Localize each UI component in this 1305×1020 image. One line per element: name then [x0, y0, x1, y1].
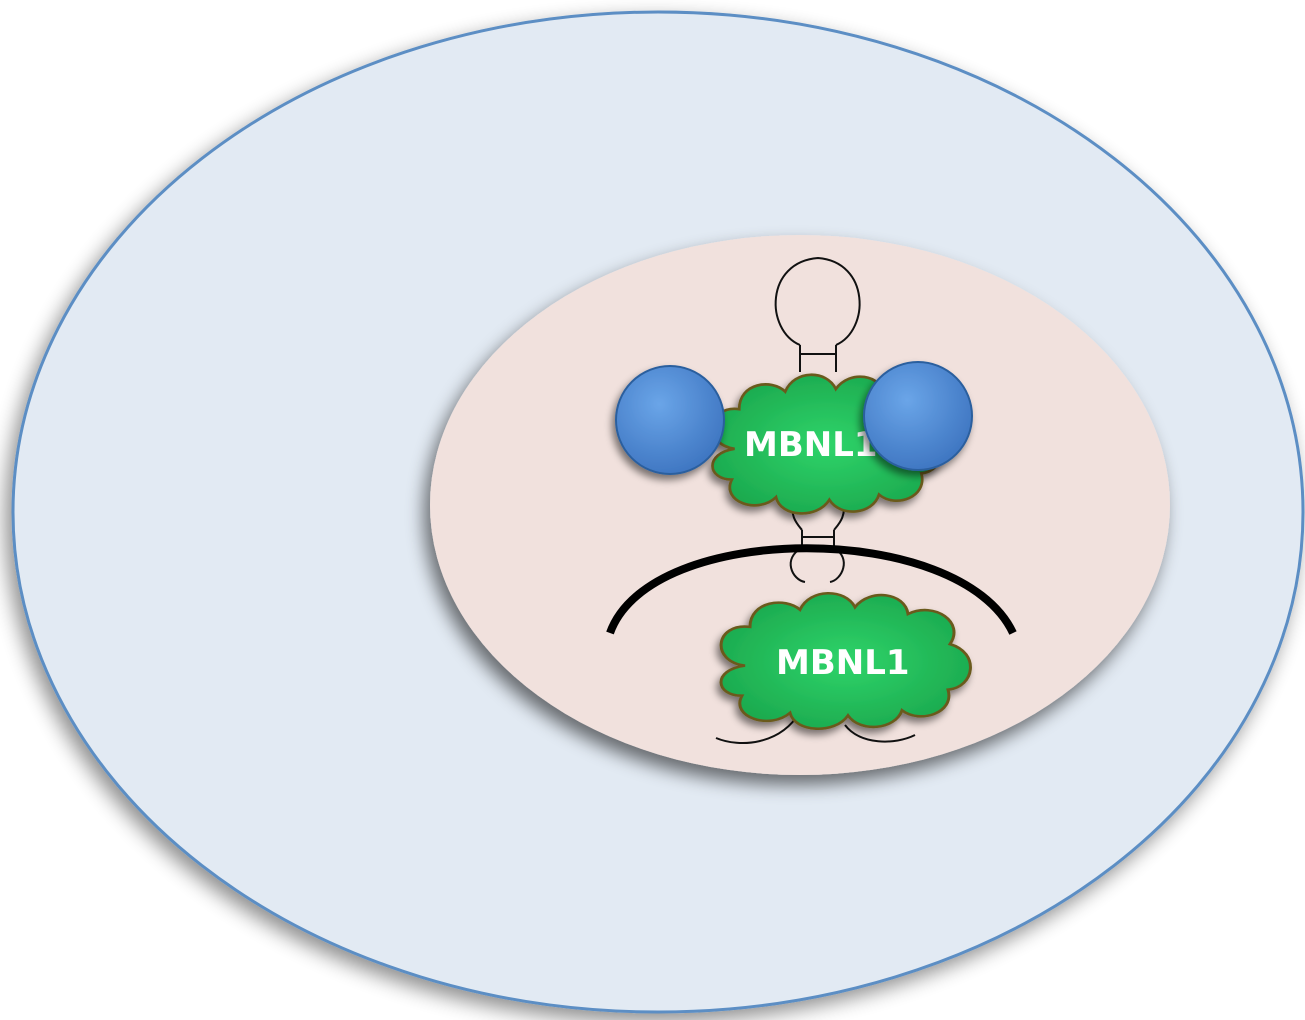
bead-right — [863, 361, 973, 471]
rna-hairpin-top — [774, 256, 861, 372]
protein-label-top: MBNL1 — [744, 425, 878, 465]
bead-left — [615, 365, 725, 475]
protein-label-bottom: MBNL1 — [776, 643, 910, 683]
black-arc — [606, 544, 1017, 635]
